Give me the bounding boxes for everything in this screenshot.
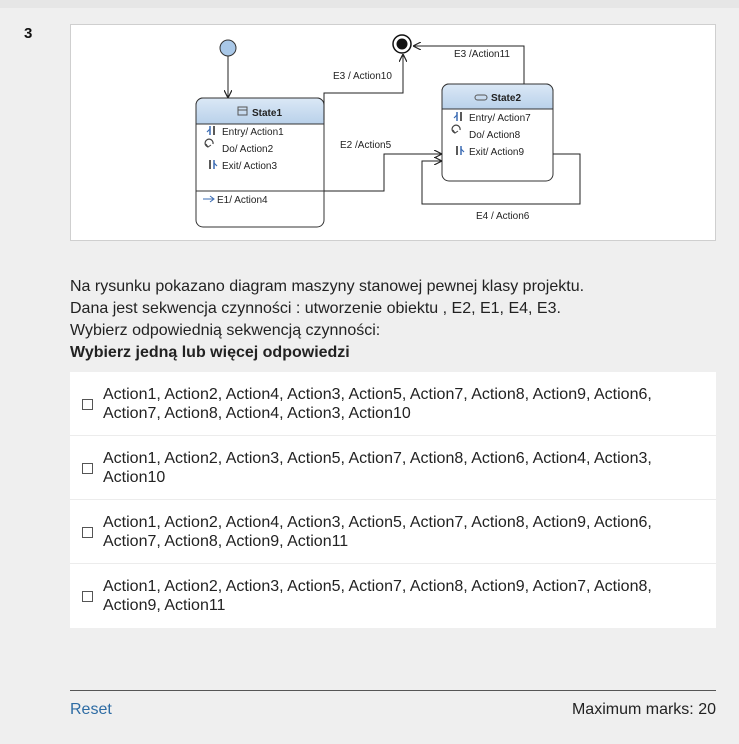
question-line-2: Dana jest sekwencja czynności : utworzen… xyxy=(70,300,561,317)
question-line-3: Wybierz odpowiednią sekwencją czynności: xyxy=(70,322,381,339)
reset-link[interactable]: Reset xyxy=(70,701,112,718)
label-s2-self: E4 / Action6 xyxy=(476,211,530,222)
question-number: 3 xyxy=(24,25,33,42)
state1-internal: E1/ Action4 xyxy=(217,195,268,206)
label-s2-final: E3 /Action11 xyxy=(454,49,510,60)
label-s1-s2: E2 /Action5 xyxy=(340,140,392,151)
state2-box: State2 Entry/ Action7 Do/ Action8 Exit/ … xyxy=(441,83,554,182)
answer-option-3[interactable]: Action1, Action2, Action4, Action3, Acti… xyxy=(70,500,716,564)
arrow-right-icon xyxy=(203,195,215,203)
state1-exit: Exit/ Action3 xyxy=(222,161,277,172)
option-label: Action1, Action2, Action3, Action5, Acti… xyxy=(103,450,652,486)
transition-s1-final xyxy=(323,55,403,120)
checkbox[interactable] xyxy=(82,591,93,602)
label-s1-final: E3 / Action10 xyxy=(333,71,392,82)
state2-exit: Exit/ Action9 xyxy=(469,147,524,158)
checkbox[interactable] xyxy=(82,399,93,410)
exit-icon xyxy=(456,146,465,155)
option-label: Action1, Action2, Action4, Action3, Acti… xyxy=(103,514,652,550)
initial-state xyxy=(219,39,237,57)
state1-box: State1 Entry/ Action1 Do/ Action2 Exit/ … xyxy=(195,97,325,228)
option-label: Action1, Action2, Action3, Action5, Acti… xyxy=(103,578,652,614)
footer-divider xyxy=(70,690,716,691)
state-icon xyxy=(474,94,488,101)
answer-option-1[interactable]: Action1, Action2, Action4, Action3, Acti… xyxy=(70,372,716,436)
transition-s1-s2 xyxy=(324,154,441,192)
answer-prompt: Wybierz jedną lub więcej odpowiedzi xyxy=(70,344,350,361)
state1-entry: Entry/ Action1 xyxy=(222,127,284,138)
answer-options: Action1, Action2, Action4, Action3, Acti… xyxy=(70,372,716,628)
do-icon xyxy=(451,124,461,134)
entry-icon xyxy=(453,112,462,121)
state-icon xyxy=(237,106,248,116)
state2-do: Do/ Action8 xyxy=(469,130,521,141)
exit-icon xyxy=(209,160,218,169)
checkbox[interactable] xyxy=(82,463,93,474)
state-machine-diagram: State1 Entry/ Action1 Do/ Action2 Exit/ … xyxy=(70,24,716,241)
top-bar xyxy=(0,0,739,8)
state1-do: Do/ Action2 xyxy=(222,144,274,155)
do-icon xyxy=(204,138,214,148)
option-label: Action1, Action2, Action4, Action3, Acti… xyxy=(103,386,652,422)
transition-s2-final xyxy=(414,46,525,84)
state2-entry: Entry/ Action7 xyxy=(469,113,531,124)
transition-s2-self xyxy=(421,153,581,205)
state1-title: State1 xyxy=(252,108,282,119)
state2-title: State2 xyxy=(491,93,521,104)
maximum-marks: Maximum marks: 20 xyxy=(571,701,716,718)
entry-icon xyxy=(206,126,215,135)
checkbox[interactable] xyxy=(82,527,93,538)
answer-option-2[interactable]: Action1, Action2, Action3, Action5, Acti… xyxy=(70,436,716,500)
question-text: Na rysunku pokazano diagram maszyny stan… xyxy=(70,276,716,364)
answer-option-4[interactable]: Action1, Action2, Action3, Action5, Acti… xyxy=(70,564,716,628)
question-line-1: Na rysunku pokazano diagram maszyny stan… xyxy=(70,278,585,295)
